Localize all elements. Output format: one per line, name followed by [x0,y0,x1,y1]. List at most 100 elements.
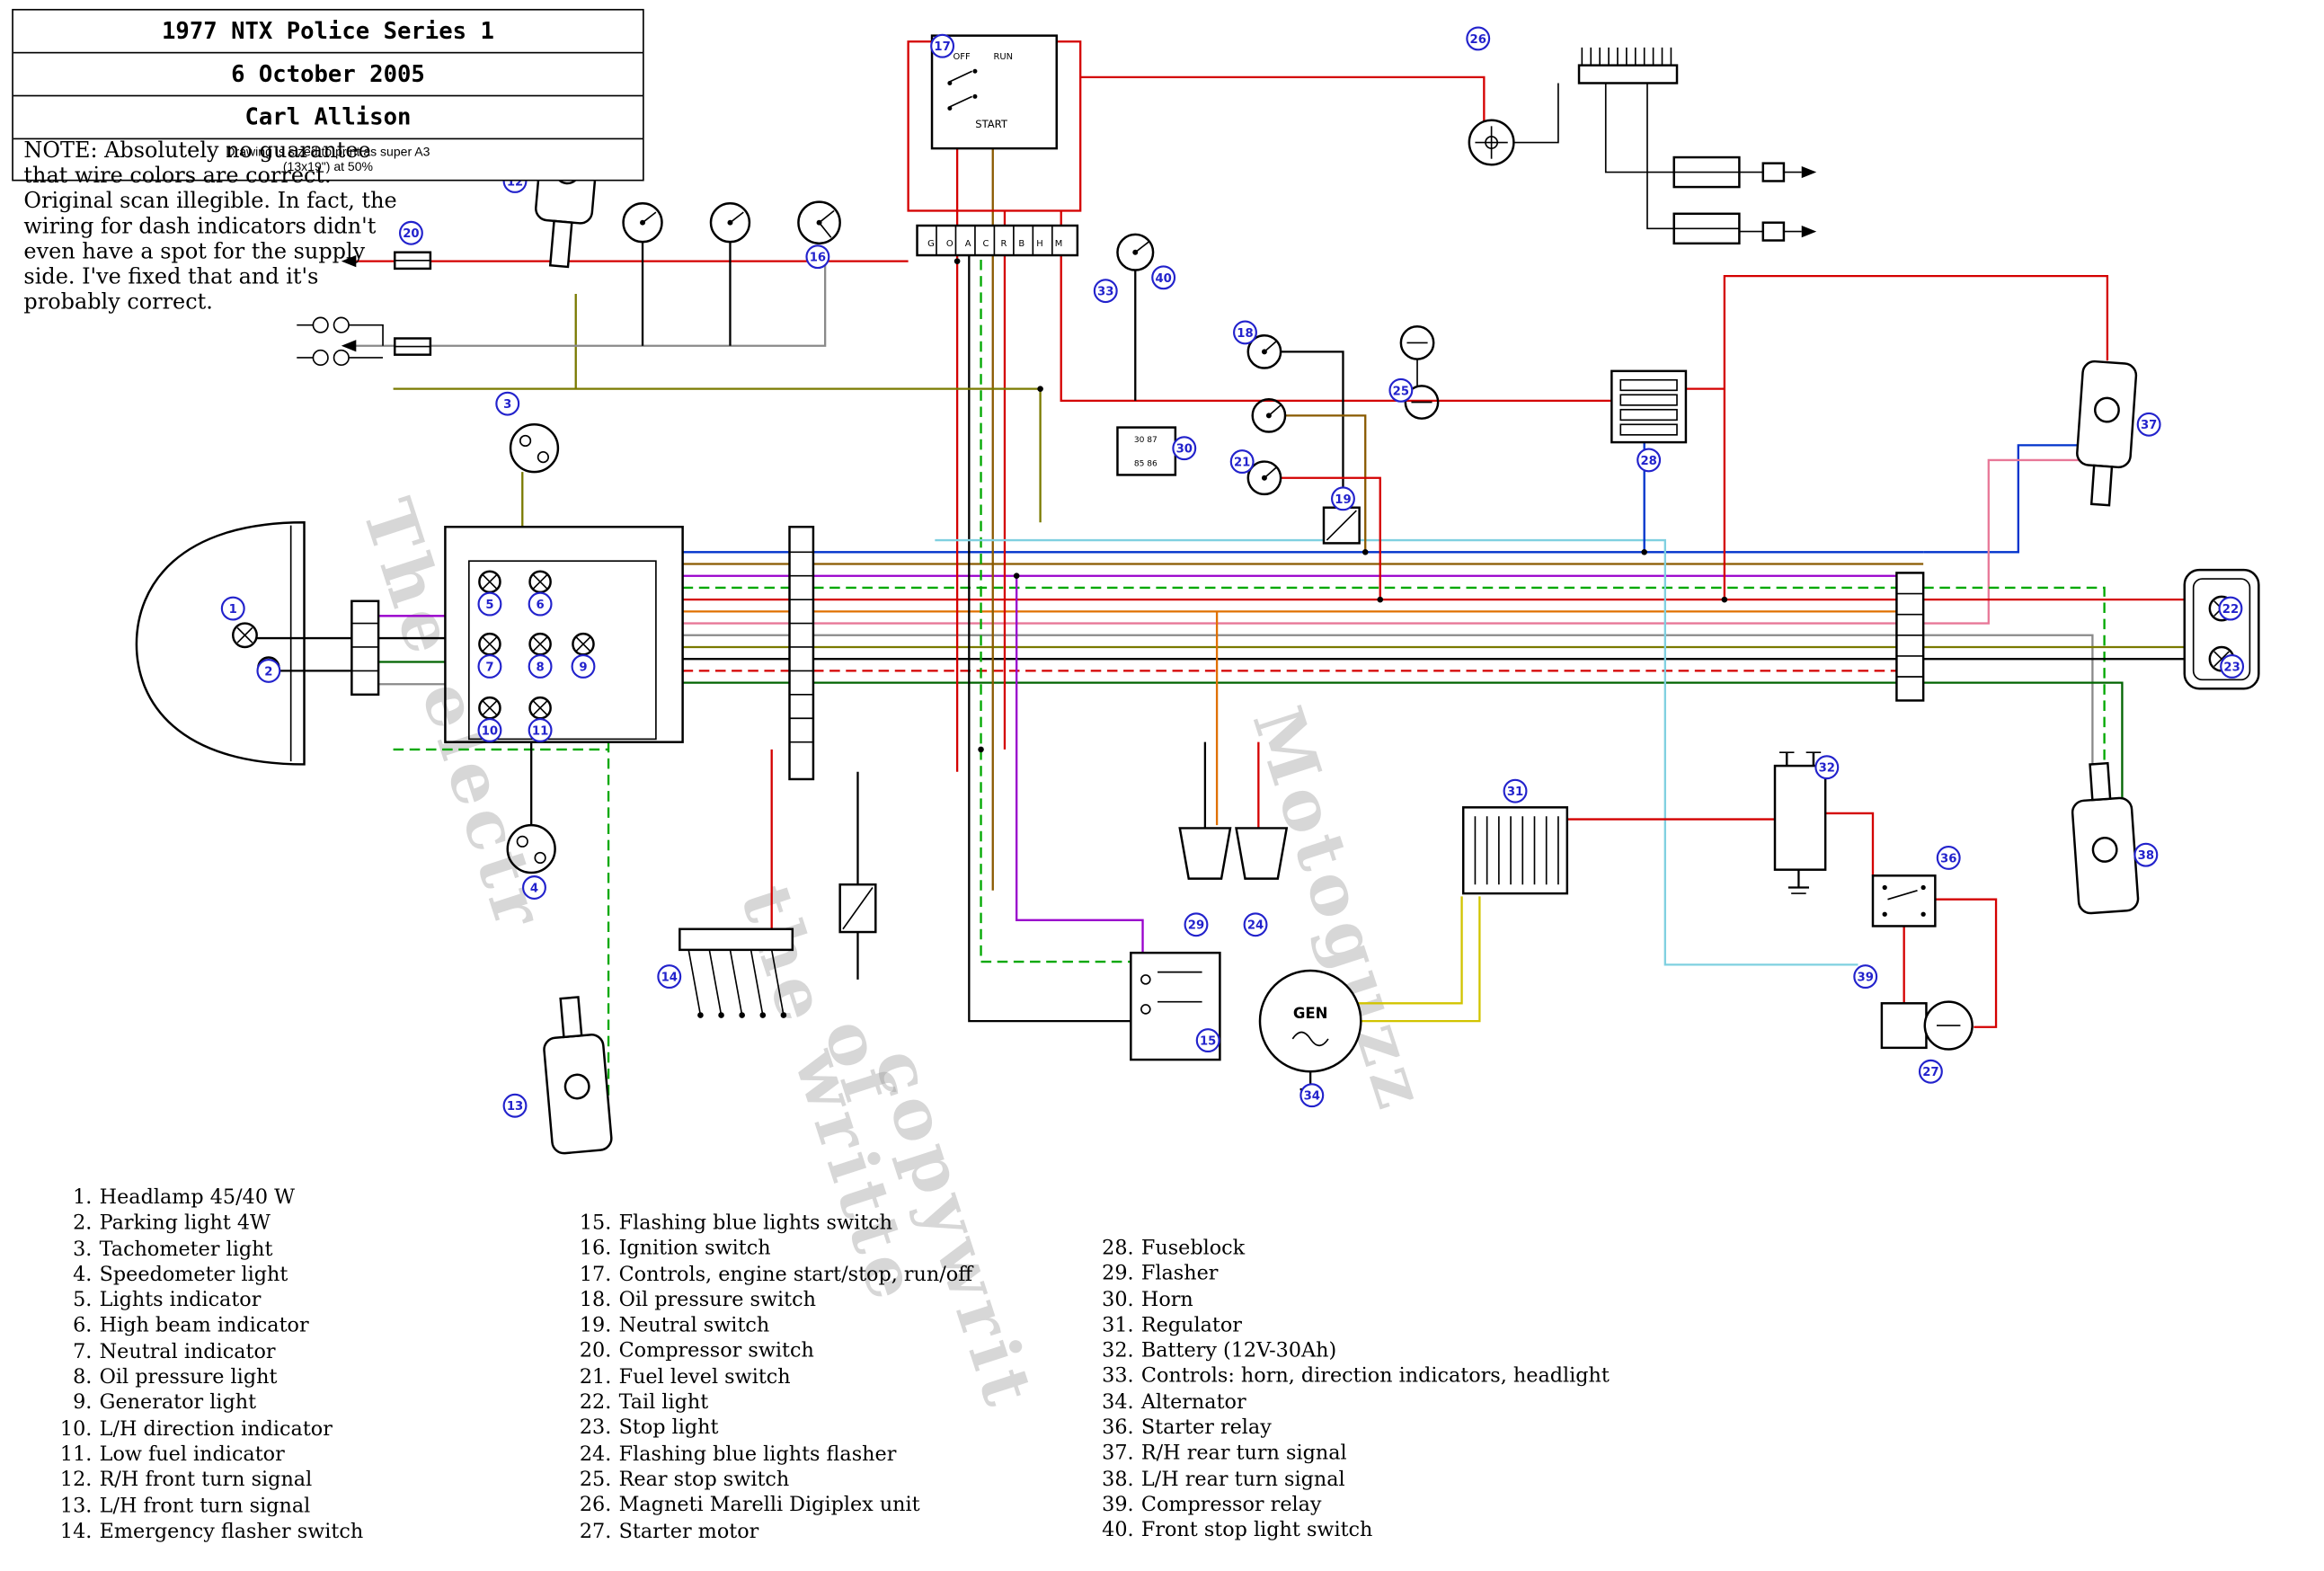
legend-item-number: 27. [579,1519,612,1543]
legend-item-label: Speedometer light [99,1263,288,1287]
legend-item-number: 26. [579,1493,612,1518]
component-marker: 2 [256,658,281,683]
legend-item: 29.Flasher [1095,1262,1674,1288]
component-marker: 13 [502,1093,528,1118]
ignition-coils [1468,47,1817,245]
component-marker: 34 [1299,1083,1325,1108]
legend-item-number: 9. [73,1390,93,1416]
legend-item-label: Flashing blue lights flasher [618,1442,897,1466]
legend-item: 26.Magneti Marelli Digiplex unit [572,1494,1077,1520]
generator: GEN [1258,969,1362,1073]
svg-text:RUN: RUN [994,52,1014,62]
connector-strip: G O A C R B H M [916,224,1079,257]
legend-item-number: 29. [1102,1262,1134,1286]
legend-item-label: Headlamp 45/40 W [99,1185,295,1210]
component-marker: 15 [1195,1028,1220,1053]
svg-text:1: 1 [229,603,237,617]
legend-item: 9.Generator light [53,1391,513,1417]
svg-text:9: 9 [579,661,587,674]
component-marker: 19 [1331,486,1355,511]
rear-left-turn-signal [2071,761,2140,915]
legend-item-label: Compressor switch [618,1339,814,1363]
component-marker: 36 [1936,846,1961,870]
legend-item-number: 3. [73,1237,93,1261]
component-marker: 11 [528,718,553,742]
svg-text:4: 4 [530,882,538,895]
legend-item-number: 8. [73,1365,93,1389]
component-marker: 28 [1637,448,1662,473]
legend-item: 40.Front stop light switch [1095,1519,1674,1545]
svg-text:13: 13 [507,1100,523,1114]
component-marker: 37 [2136,412,2161,437]
print-size-note-text: Drawing is sized to print as super A3 (1… [226,144,430,174]
legend-item-number: 25. [579,1468,612,1492]
fuseblock [1610,369,1688,444]
svg-text:6: 6 [536,599,544,612]
component-marker: 1 [220,596,245,621]
legend-item: 12.R/H front turn signal [53,1469,513,1495]
svg-text:36: 36 [1940,852,1956,865]
legend-item-label: Rear stop switch [618,1468,790,1492]
regulator [1461,806,1569,895]
svg-text:29: 29 [1188,919,1204,933]
svg-text:22: 22 [2222,603,2239,617]
dash-indicator-cluster [444,525,684,743]
legend-item: 5.Lights indicator [53,1289,513,1315]
legend-item: 36.Starter relay [1095,1416,1674,1442]
legend-item-number: 14. [59,1519,93,1544]
legend-item-number: 17. [579,1262,612,1287]
component-marker: 18 [1233,320,1257,345]
component-marker: 30 [1172,436,1197,461]
svg-text:38: 38 [2138,849,2154,863]
legend-item-number: 34. [1102,1389,1134,1415]
legend-item: 38.L/H rear turn signal [1095,1468,1674,1494]
svg-text:10: 10 [482,724,498,738]
legend-item: 7.Neutral indicator [53,1340,513,1366]
legend-item-label: L/H front turn signal [99,1494,311,1518]
svg-text:26: 26 [1470,33,1486,47]
legend-item-number: 31. [1102,1313,1134,1337]
svg-text:24: 24 [1247,919,1264,933]
legend-item-label: Controls: horn, direction indicators, he… [1140,1364,1610,1389]
print-size-note: Drawing is sized to print as super A3 (1… [13,139,643,180]
legend-item-number: 28. [1102,1236,1134,1260]
component-marker: 6 [528,591,553,617]
drawing-date: 6 October 2005 [13,53,643,97]
component-marker: 14 [657,964,682,990]
legend-item-label: Horn [1140,1287,1193,1312]
inline-fuses [297,251,432,367]
component-marker: 5 [477,591,502,617]
legend-item-number: 5. [73,1288,93,1313]
legend-item: 11.Low fuel indicator [53,1442,513,1469]
legend-item: 32.Battery (12V-30Ah) [1095,1339,1674,1365]
legend-item-number: 18. [579,1288,612,1312]
svg-text:25: 25 [1393,385,1409,398]
component-marker: 27 [1918,1059,1943,1084]
component-marker: 32 [1814,755,1840,780]
svg-text:OFF: OFF [953,52,970,62]
legend-item: 23.Stop light [572,1416,1077,1442]
svg-text:27: 27 [1922,1066,1938,1079]
relay: 30 87 85 86 [1116,426,1177,476]
svg-text:31: 31 [1507,786,1523,799]
ignition-switch [622,200,841,245]
legend-item-label: Battery (12V-30Ah) [1140,1338,1337,1363]
legend-item-label: Tail light [618,1390,709,1415]
handlebar-switches [1116,233,1287,496]
title-block: 1977 NTX Police Series 1 6 October 2005 … [12,8,644,182]
neutral-switch [1322,506,1361,545]
legend-item-number: 11. [59,1442,93,1467]
component-marker: 4 [522,875,546,900]
legend-item-number: 19. [579,1313,612,1338]
starter-motor [1880,1000,1974,1051]
component-marker: 3 [495,391,520,416]
component-marker: 31 [1503,778,1528,803]
legend-item-label: Flasher [1140,1262,1219,1286]
legend-item-label: Flashing blue lights switch [618,1211,893,1235]
legend-item-label: Neutral indicator [99,1339,276,1364]
starter-relay [1871,874,1937,928]
legend-item-label: Compressor relay [1140,1493,1322,1517]
drawing-author: Carl Allison [13,96,643,140]
